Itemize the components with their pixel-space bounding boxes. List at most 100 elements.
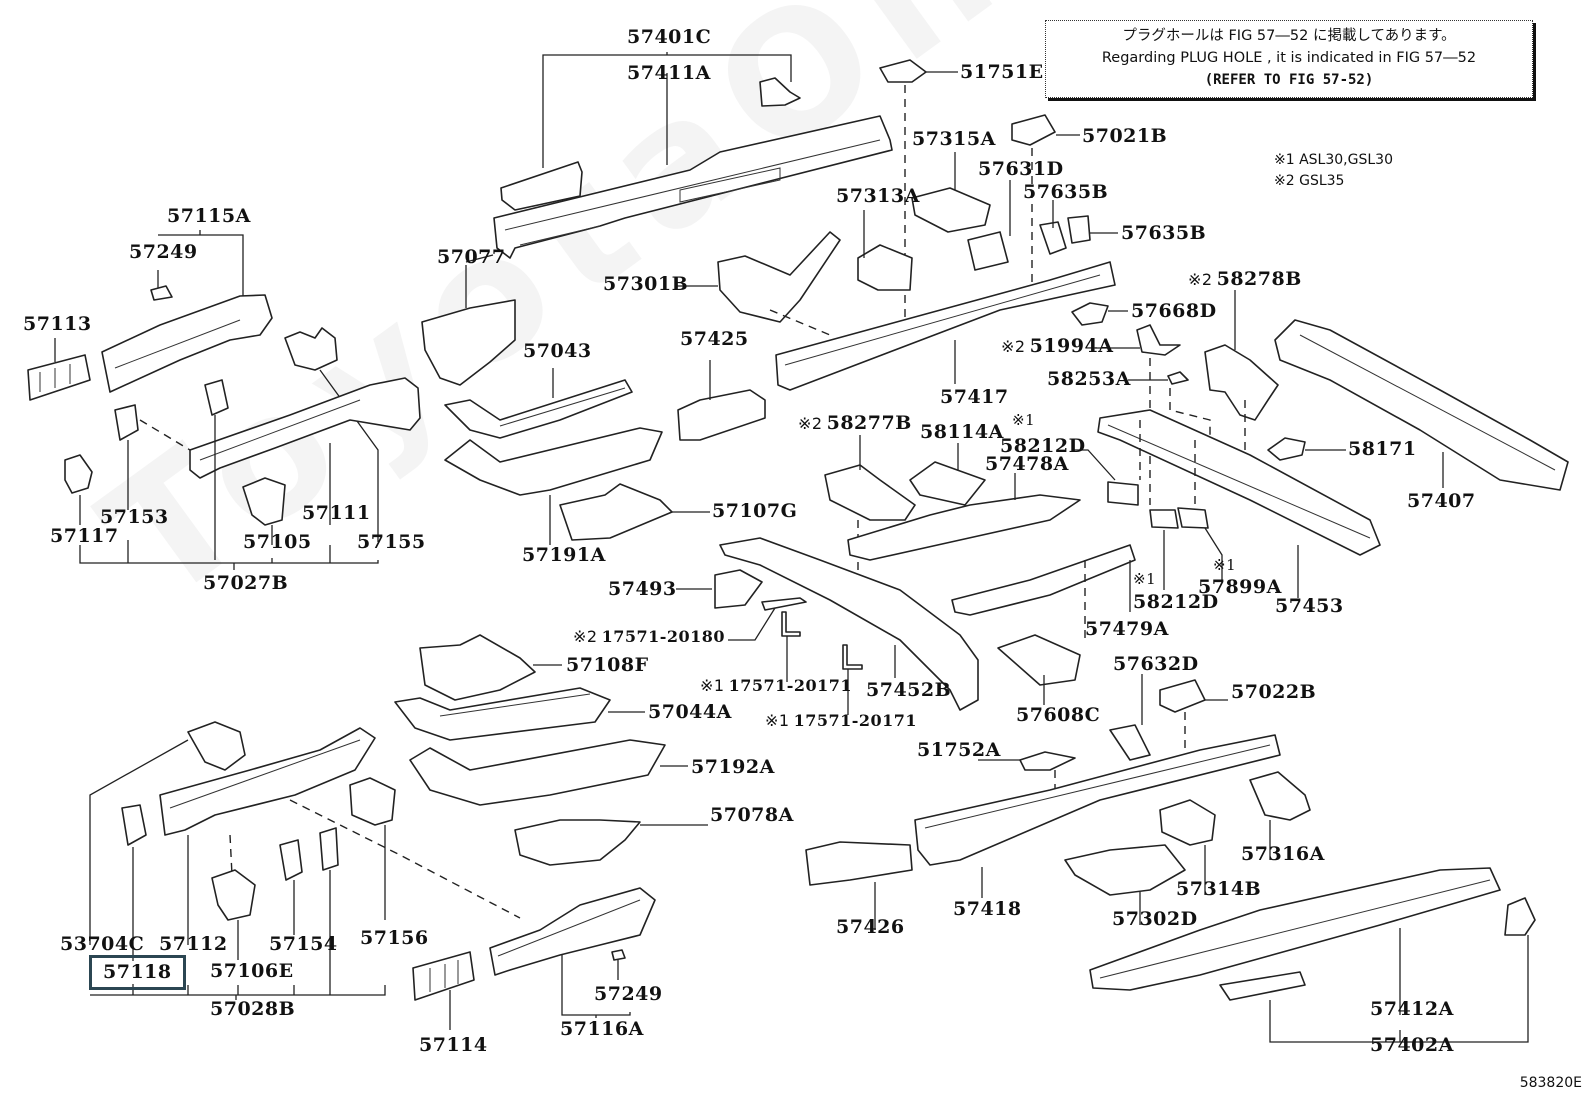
part-57022B[interactable] bbox=[1159, 679, 1206, 713]
part-57114[interactable] bbox=[412, 951, 475, 1001]
part-57453[interactable] bbox=[1097, 409, 1381, 556]
part-label-57453[interactable]: 57453 bbox=[1275, 595, 1344, 617]
part-label-57115A[interactable]: 57115A bbox=[167, 205, 251, 227]
part-label-57154[interactable]: 57154 bbox=[269, 933, 338, 955]
part-57418-rail[interactable] bbox=[914, 734, 1281, 866]
part-label-57118-selected[interactable]: 57118 bbox=[89, 955, 186, 990]
part-57452B[interactable] bbox=[719, 537, 979, 711]
part-label-57411A[interactable]: 57411A bbox=[627, 62, 711, 84]
part-label-57316A[interactable]: 57316A bbox=[1241, 843, 1325, 865]
part-57112[interactable] bbox=[159, 727, 376, 836]
part-label-58171[interactable]: 58171 bbox=[1348, 438, 1417, 460]
part-57301B[interactable] bbox=[717, 231, 841, 323]
part-57117[interactable] bbox=[64, 454, 93, 494]
part-51751E[interactable] bbox=[879, 59, 927, 83]
part-label-57113[interactable]: 57113 bbox=[23, 313, 92, 335]
part-label-57426[interactable]: 57426 bbox=[836, 916, 905, 938]
part-57113[interactable] bbox=[27, 354, 91, 401]
part-57106E[interactable] bbox=[211, 869, 256, 921]
part-label-57668D[interactable]: 57668D bbox=[1131, 300, 1217, 322]
part-51752A[interactable] bbox=[1019, 751, 1076, 771]
part-57668D[interactable] bbox=[1071, 302, 1109, 326]
part-label-57078A[interactable]: 57078A bbox=[710, 804, 794, 826]
part-label-57407[interactable]: 57407 bbox=[1407, 490, 1476, 512]
part-label-57315A[interactable]: 57315A bbox=[912, 128, 996, 150]
part-label-57022B[interactable]: 57022B bbox=[1231, 681, 1317, 703]
part-label-57401C[interactable]: 57401C bbox=[627, 26, 712, 48]
part-57153[interactable] bbox=[114, 404, 139, 441]
part-label-57635B-2[interactable]: 57635B bbox=[1121, 222, 1207, 244]
part-57249-top[interactable] bbox=[150, 285, 173, 301]
part-57115A[interactable] bbox=[101, 294, 273, 393]
part-label-57249[interactable]: 57249 bbox=[129, 241, 198, 263]
part-label-57111[interactable]: 57111 bbox=[302, 502, 371, 524]
part-label-57116A[interactable]: 57116A bbox=[560, 1018, 644, 1040]
part-57401C-bracket-left[interactable] bbox=[500, 161, 583, 211]
part-label-57418[interactable]: 57418 bbox=[953, 898, 1022, 920]
part-label-57313A[interactable]: 57313A bbox=[836, 185, 920, 207]
part-label-57635B[interactable]: 57635B bbox=[1023, 181, 1109, 203]
part-label-57027B[interactable]: 57027B bbox=[203, 572, 289, 594]
part-label-57192A[interactable]: 57192A bbox=[691, 756, 775, 778]
part-58212D-a[interactable] bbox=[1107, 481, 1139, 506]
part-57192A[interactable] bbox=[409, 739, 666, 806]
part-53704C[interactable] bbox=[187, 721, 246, 771]
part-57402A-bracket-left[interactable] bbox=[1219, 971, 1306, 1001]
part-57249-bottom[interactable] bbox=[611, 949, 626, 961]
part-57316A[interactable] bbox=[1249, 771, 1311, 821]
part-57044A[interactable] bbox=[394, 687, 611, 741]
part-label-53704C[interactable]: 53704C bbox=[60, 933, 145, 955]
part-57111[interactable] bbox=[189, 377, 421, 479]
part-57315A[interactable] bbox=[911, 187, 991, 233]
part-label-57117[interactable]: 57117 bbox=[50, 525, 119, 547]
part-57411A-rail[interactable] bbox=[493, 115, 893, 259]
part-bolt-17571-20180[interactable] bbox=[761, 597, 807, 611]
part-57417-rail[interactable] bbox=[775, 261, 1116, 391]
part-57401C-bracket-right[interactable] bbox=[759, 77, 801, 107]
part-label-57077[interactable]: 57077 bbox=[437, 246, 506, 268]
part-label-57044A[interactable]: 57044A bbox=[648, 701, 732, 723]
part-57402A-bracket-right[interactable] bbox=[1504, 897, 1536, 936]
part-label-57107G[interactable]: 57107G bbox=[712, 500, 798, 522]
part-57156-bracket[interactable] bbox=[319, 827, 339, 871]
part-label-57314B[interactable]: 57314B bbox=[1176, 878, 1262, 900]
part-label-57028B[interactable]: 57028B bbox=[210, 998, 296, 1020]
part-label-58212D-2[interactable]: 58212D bbox=[1133, 591, 1219, 613]
part-57105-bracket[interactable] bbox=[204, 379, 229, 416]
part-57631D[interactable] bbox=[967, 231, 1009, 271]
part-57426[interactable] bbox=[805, 841, 913, 886]
part-58212D-b[interactable] bbox=[1149, 509, 1179, 529]
part-label-57402A[interactable]: 57402A bbox=[1370, 1034, 1454, 1056]
part-58114A[interactable] bbox=[909, 461, 986, 506]
part-57412A-rail[interactable] bbox=[1089, 867, 1501, 991]
part-57302D[interactable] bbox=[1064, 844, 1186, 896]
part-57899A[interactable] bbox=[1177, 507, 1209, 529]
part-bolt-17571-20171-a[interactable] bbox=[781, 611, 801, 637]
part-label-57417[interactable]: 57417 bbox=[940, 386, 1009, 408]
part-57608C[interactable] bbox=[997, 634, 1081, 686]
part-label-58253A[interactable]: 58253A bbox=[1047, 368, 1131, 390]
part-label-57302D[interactable]: 57302D bbox=[1112, 908, 1198, 930]
part-label-51751E[interactable]: 51751E bbox=[960, 61, 1044, 83]
part-57155[interactable] bbox=[284, 327, 338, 371]
part-label-57478A[interactable]: 57478A bbox=[985, 453, 1069, 475]
part-57043[interactable] bbox=[444, 379, 633, 439]
part-label-57112[interactable]: 57112 bbox=[159, 933, 228, 955]
part-label-57631D[interactable]: 57631D bbox=[978, 158, 1064, 180]
part-label-57301B[interactable]: 57301B bbox=[603, 273, 689, 295]
part-57021B[interactable] bbox=[1011, 114, 1056, 146]
part-57493[interactable] bbox=[714, 569, 763, 609]
part-label-58212D[interactable]: 58212D bbox=[1000, 435, 1086, 457]
part-label-57108F[interactable]: 57108F bbox=[566, 654, 649, 676]
part-57078A[interactable] bbox=[514, 819, 641, 866]
part-58171[interactable] bbox=[1267, 437, 1306, 461]
part-57632D[interactable] bbox=[1109, 724, 1151, 761]
part-58278B[interactable] bbox=[1204, 344, 1279, 421]
part-label-57191A[interactable]: 57191A bbox=[522, 544, 606, 566]
part-57105[interactable] bbox=[242, 477, 286, 526]
